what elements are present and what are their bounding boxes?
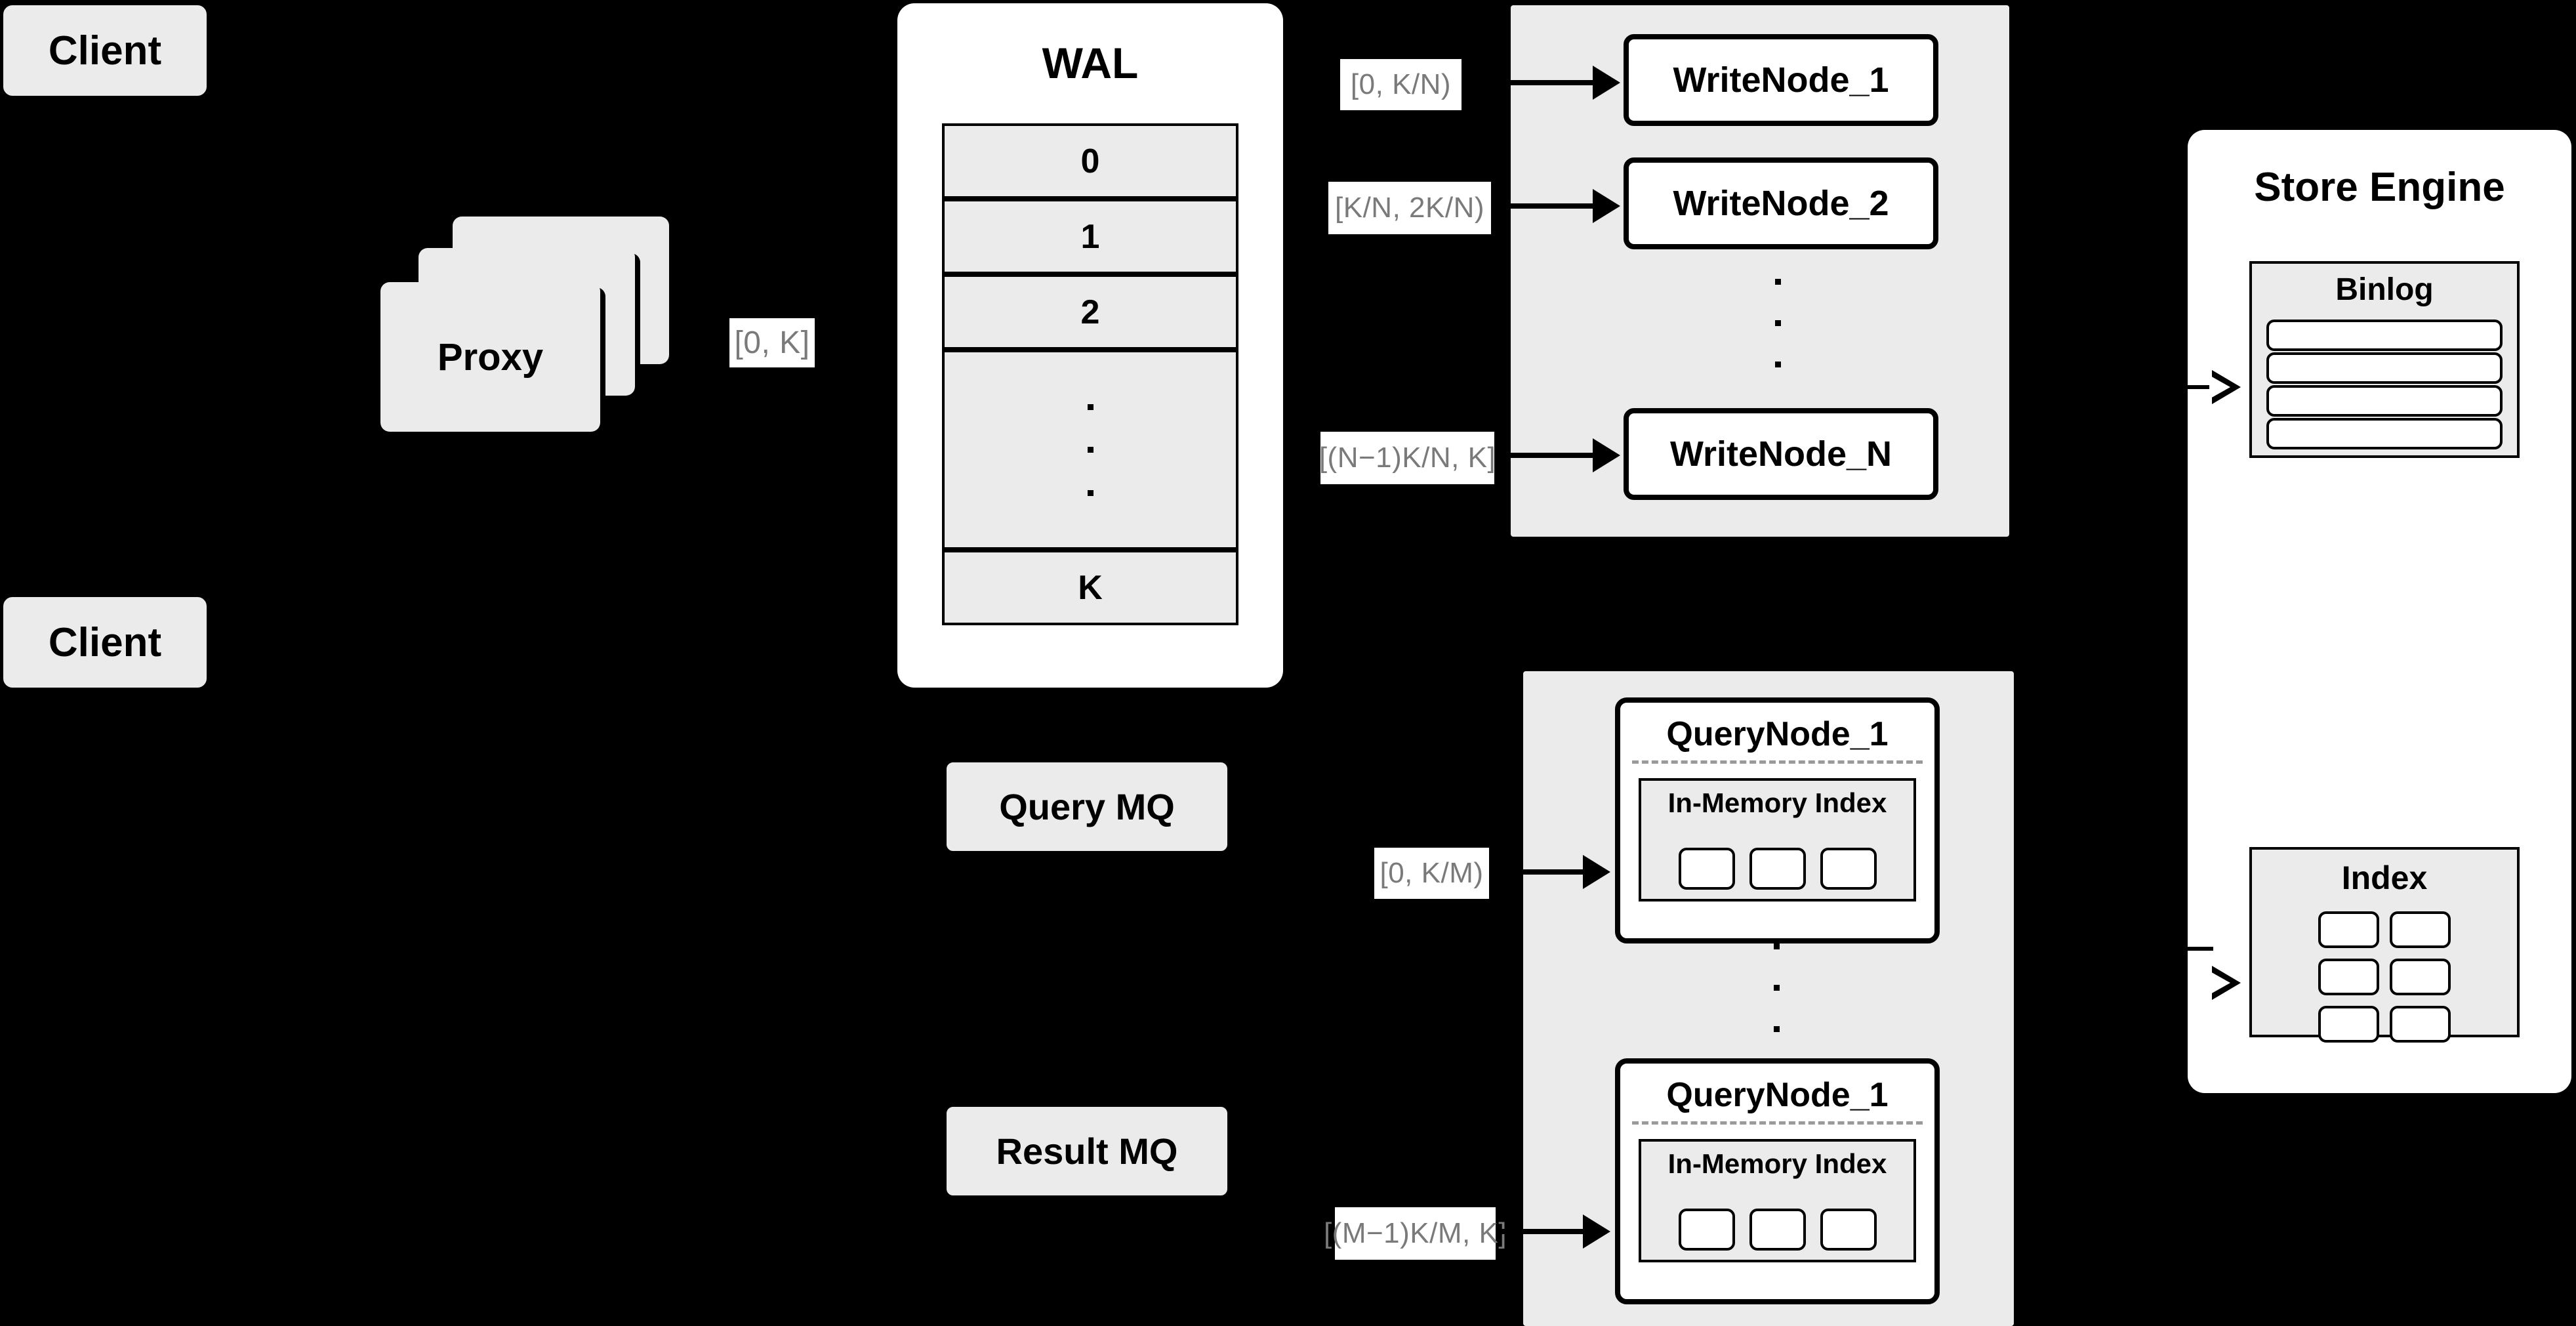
write-node-1-range-label: [0, K/N) — [1340, 59, 1462, 110]
store-engine-title: Store Engine — [2254, 165, 2505, 210]
store-index-cell-1[interactable] — [2318, 911, 2379, 948]
store-index-cell-3[interactable] — [2318, 959, 2379, 995]
client-node-1-label: Client — [48, 28, 162, 73]
write-node-1-label: WriteNode_1 — [1673, 60, 1889, 100]
write-node-n-range-label: [(N−1)K/N, K] — [1319, 432, 1496, 484]
wal-entry-0-label: 0 — [1080, 142, 1100, 180]
query-node-2-index-title: In-Memory Index — [1667, 1148, 1887, 1179]
write-node-1-range-text: [0, K/N) — [1350, 68, 1452, 100]
result-mq-label: Result MQ — [996, 1130, 1178, 1172]
proxy-output-range-text: [0, K] — [734, 325, 810, 360]
query-mq-node[interactable]: Query MQ — [947, 762, 1227, 851]
binlog-row-2[interactable] — [2266, 352, 2503, 384]
wal-entry-ellipsis — [942, 350, 1238, 550]
write-node-n-range-text: [(N−1)K/N, K] — [1319, 442, 1496, 474]
wal-ellipsis-dots — [1087, 404, 1094, 496]
write-node-2-label: WriteNode_2 — [1673, 184, 1889, 223]
query-node-1[interactable]: QueryNode_1 In-Memory Index — [1615, 697, 1940, 943]
store-index-cell-2[interactable] — [2390, 911, 2451, 948]
binlog-row-3[interactable] — [2266, 385, 2503, 417]
query-node-2-range-label: [(M−1)K/M, K] — [1324, 1207, 1507, 1260]
store-index-cell-6[interactable] — [2390, 1006, 2451, 1043]
query-node-2-in-memory-index: In-Memory Index — [1639, 1139, 1916, 1262]
proxy-card-front[interactable]: Proxy — [380, 282, 600, 432]
query-node-2-arrow-line — [1499, 1229, 1584, 1234]
binlog-arrow-head — [2209, 370, 2241, 404]
binlog-arrow-line — [2186, 385, 2213, 389]
store-index-arrow-head — [2209, 966, 2241, 1000]
write-node-2-range-label: [K/N, 2K/N) — [1328, 182, 1491, 234]
query-node-1-in-memory-index: In-Memory Index — [1639, 778, 1916, 901]
query-node-ellipsis-dots — [1770, 943, 1783, 1032]
query-mq-label: Query MQ — [999, 786, 1175, 827]
wal-entry-1[interactable]: 1 — [942, 199, 1238, 274]
query-node-1-arrow-head — [1583, 855, 1610, 889]
query-node-1-range-text: [0, K/M) — [1380, 857, 1484, 889]
wal-title: WAL — [1042, 39, 1139, 87]
write-node-2[interactable]: WriteNode_2 — [1624, 157, 1938, 249]
write-node-2-arrow-head — [1593, 189, 1620, 223]
query-node-1-separator — [1632, 760, 1923, 764]
binlog-row-4[interactable] — [2266, 418, 2503, 449]
wal-entry-k[interactable]: K — [942, 550, 1238, 625]
wal-entry-2-label: 2 — [1080, 293, 1100, 331]
write-node-1-arrow-line — [1466, 80, 1594, 85]
store-index-cell-5[interactable] — [2318, 1006, 2379, 1043]
proxy-label: Proxy — [437, 335, 544, 379]
proxy-stack[interactable]: Proxy — [380, 217, 669, 433]
write-node-1-arrow-head — [1593, 66, 1620, 100]
query-node-1-arrow-line — [1492, 869, 1584, 875]
query-node-2-label: QueryNode_1 — [1666, 1076, 1889, 1114]
store-index-panel: Index — [2249, 847, 2520, 1043]
query-node-1-index-segment-2[interactable] — [1749, 848, 1806, 890]
client-node-2-label: Client — [48, 619, 162, 665]
wal-entry-1-label: 1 — [1080, 217, 1100, 256]
write-node-n-label: WriteNode_N — [1669, 434, 1892, 474]
query-node-2-arrow-head — [1583, 1214, 1610, 1249]
client-node-1[interactable]: Client — [3, 5, 207, 96]
query-node-2[interactable]: QueryNode_1 In-Memory Index — [1615, 1058, 1940, 1304]
write-node-n[interactable]: WriteNode_N — [1624, 408, 1938, 500]
wal-entry-0[interactable]: 0 — [942, 123, 1238, 199]
query-node-1-range-label: [0, K/M) — [1374, 848, 1489, 899]
client-node-2[interactable]: Client — [3, 597, 207, 688]
query-node-1-index-segment-1[interactable] — [1678, 848, 1735, 890]
query-node-2-separator — [1632, 1121, 1923, 1125]
write-node-n-arrow-line — [1497, 453, 1594, 458]
write-node-2-arrow-line — [1494, 203, 1594, 209]
store-index-cell-4[interactable] — [2390, 959, 2451, 995]
write-node-2-range-text: [K/N, 2K/N) — [1335, 192, 1484, 224]
store-index-title: Index — [2341, 860, 2428, 896]
binlog-row-1[interactable] — [2266, 320, 2503, 351]
write-node-1[interactable]: WriteNode_1 — [1624, 34, 1938, 126]
query-node-1-index-title: In-Memory Index — [1667, 787, 1887, 818]
query-node-2-index-segment-3[interactable] — [1820, 1209, 1877, 1251]
wal-entry-2[interactable]: 2 — [942, 274, 1238, 350]
query-node-1-label: QueryNode_1 — [1666, 715, 1889, 753]
binlog-panel: Binlog — [2249, 261, 2520, 458]
result-mq-node[interactable]: Result MQ — [947, 1107, 1227, 1195]
query-node-1-index-segment-3[interactable] — [1820, 848, 1877, 890]
write-node-n-arrow-head — [1593, 438, 1620, 472]
proxy-output-range-label: [0, K] — [729, 318, 815, 367]
query-node-2-range-text: [(M−1)K/M, K] — [1323, 1217, 1507, 1249]
query-node-2-index-segment-2[interactable] — [1749, 1209, 1806, 1251]
store-index-arrow-line — [2186, 947, 2213, 951]
wal-entry-k-label: K — [1078, 568, 1103, 607]
query-node-2-index-segment-1[interactable] — [1678, 1209, 1735, 1251]
write-node-ellipsis-dots — [1771, 279, 1784, 367]
binlog-title: Binlog — [2335, 272, 2434, 307]
